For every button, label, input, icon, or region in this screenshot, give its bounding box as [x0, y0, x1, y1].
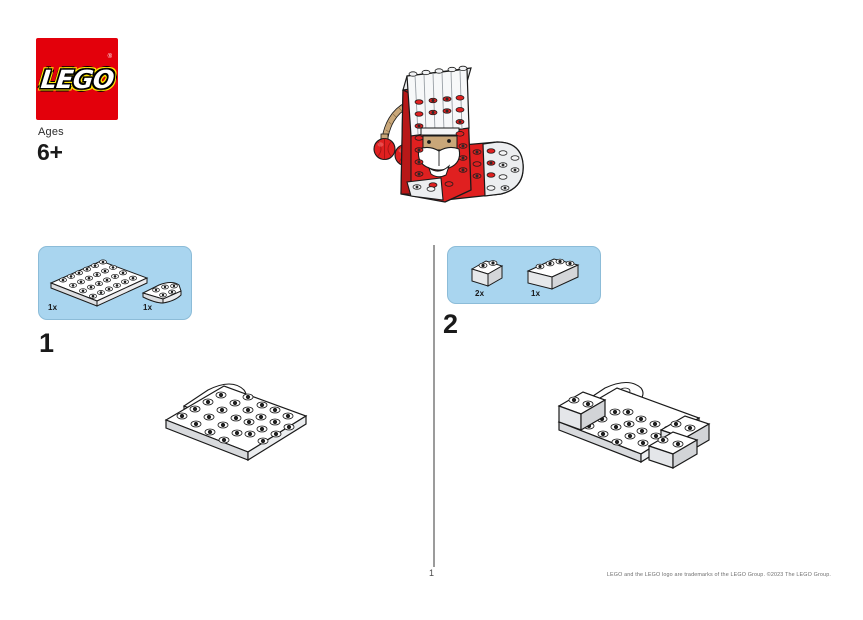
page-number: 1	[428, 568, 434, 578]
stocking-cuff	[402, 65, 472, 137]
part-plate-2x3-rounded	[141, 282, 182, 304]
ages-value: 6+	[37, 139, 63, 165]
footer-legal-text: LEGO and the LEGO logo are trademarks of…	[606, 572, 831, 578]
part-brick-1x4	[526, 258, 580, 290]
stud-grid-toe	[486, 150, 520, 191]
assembly-brick-1x4	[647, 431, 699, 470]
part-quantity-label: 1x	[531, 289, 541, 298]
part-plate-4x8	[49, 259, 149, 307]
part-quantity-label: 2x	[475, 289, 485, 298]
registered-trademark-icon: ®	[107, 54, 112, 60]
assembly-brick-1x2-left	[557, 391, 607, 432]
ages-label: Ages	[38, 126, 64, 138]
part-quantity-label: 1x	[143, 303, 153, 312]
stocking-heel-patch	[406, 177, 444, 201]
assembly-plate-4x8	[164, 385, 308, 462]
step-number-1: 1	[39, 328, 55, 358]
lego-logo: LEGO ®	[36, 38, 118, 120]
part-brick-1x2	[470, 260, 504, 287]
bauble-ornament-left	[373, 133, 396, 161]
lego-logo-wordmark: LEGO	[39, 64, 115, 94]
stud-grid-heel	[412, 184, 436, 192]
assembly-illustration-step-2	[543, 372, 715, 494]
column-divider	[433, 245, 435, 567]
lego-logo-square: LEGO ®	[36, 38, 118, 120]
parts-callout-step-1: 1x 1x	[38, 246, 192, 320]
stud-grid-red	[414, 95, 496, 188]
parts-callout-step-2: 2x 1x	[447, 246, 601, 304]
finished-model-illustration	[345, 42, 540, 220]
part-quantity-label: 1x	[48, 303, 58, 312]
assembly-illustration-step-1	[158, 372, 318, 492]
step-number-2: 2	[443, 309, 459, 339]
